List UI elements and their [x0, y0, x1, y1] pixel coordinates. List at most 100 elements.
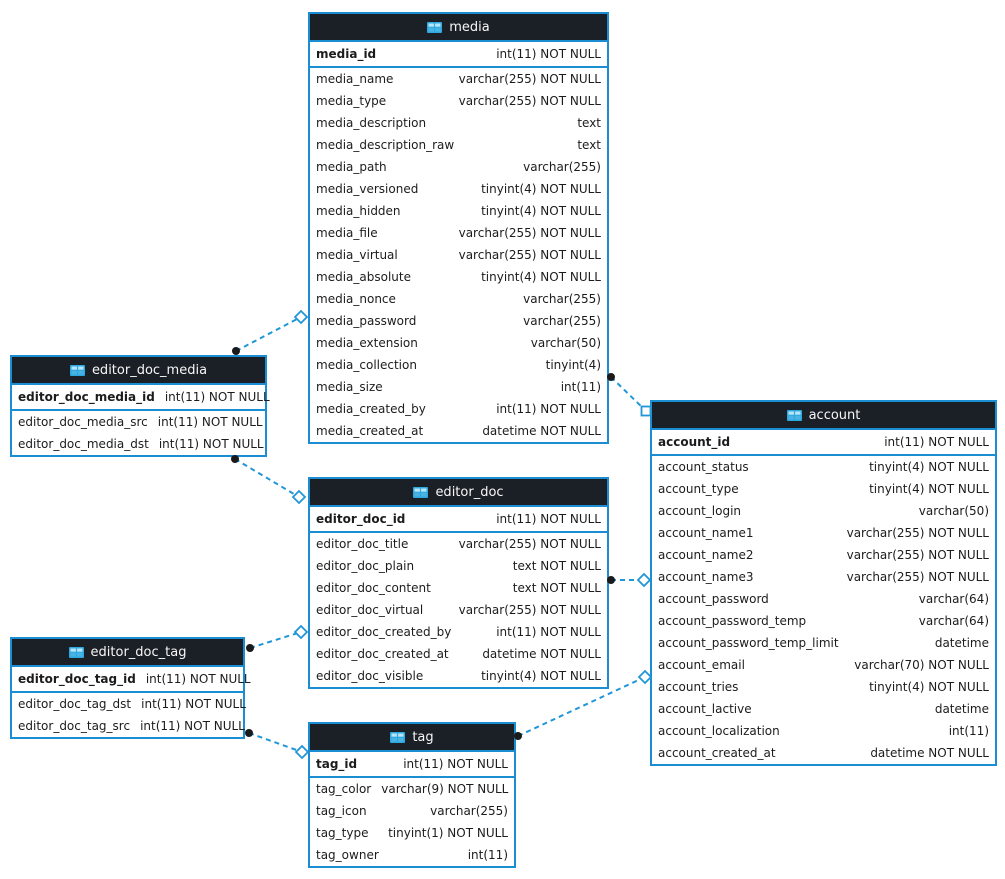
- column-name: media_description_raw: [316, 138, 455, 152]
- table-header-media[interactable]: media: [310, 14, 607, 42]
- column-type: varchar(50): [918, 504, 989, 518]
- column-row[interactable]: media_description_raw text: [310, 134, 607, 156]
- table-icon: [427, 21, 443, 33]
- table-title: account: [808, 407, 861, 423]
- table-editor_doc_tag[interactable]: editor_doc_tag editor_doc_tag_id int(11) N…: [10, 637, 251, 739]
- column-name: editor_doc_tag_dst: [18, 697, 132, 711]
- column-type: int(11) NOT NULL: [157, 415, 263, 429]
- column-row[interactable]: editor_doc_tag_dst int(11) NOT NULL: [12, 693, 246, 715]
- pk-row[interactable]: media_id int(11) NOT NULL: [310, 42, 607, 68]
- column-type: int(11) NOT NULL: [158, 437, 264, 451]
- table-icon: [68, 646, 84, 658]
- pk-column-name: editor_doc_tag_id: [18, 672, 136, 686]
- pk-row[interactable]: editor_doc_tag_id int(11) NOT NULL: [12, 667, 251, 693]
- column-type: text: [577, 138, 601, 152]
- column-row[interactable]: media_path varchar(255): [310, 156, 607, 178]
- pk-column-type: int(11) NOT NULL: [496, 47, 601, 61]
- column-name: media_path: [316, 160, 387, 174]
- pk-row[interactable]: editor_doc_media_id int(11) NOT NULL: [12, 385, 270, 411]
- table-icon: [390, 731, 406, 743]
- pk-column-type: int(11) NOT NULL: [164, 390, 270, 404]
- pk-column-type: int(11) NOT NULL: [496, 512, 601, 526]
- column-type: tinyint(4) NOT NULL: [481, 182, 601, 196]
- pk-column-name: editor_doc_id: [316, 512, 406, 526]
- column-name: media_collection: [316, 358, 417, 372]
- table-icon: [786, 409, 802, 421]
- table-title: editor_doc: [435, 484, 504, 500]
- column-type: int(11) NOT NULL: [141, 697, 246, 711]
- column-name: media_created_by: [316, 402, 426, 416]
- column-name: editor_doc_tag_src: [18, 719, 131, 733]
- column-type: varchar(255): [523, 160, 601, 174]
- column-type: text NOT NULL: [512, 581, 601, 595]
- column-name: account_status: [658, 460, 749, 474]
- pk-column-name: media_id: [316, 47, 377, 61]
- column-type: varchar(255): [523, 292, 601, 306]
- pk-row[interactable]: editor_doc_id int(11) NOT NULL: [310, 507, 607, 533]
- table-header-editor_doc[interactable]: editor_doc: [310, 479, 607, 507]
- table-header-editor_doc_tag[interactable]: editor_doc_tag: [12, 639, 243, 667]
- column-type: varchar(255) NOT NULL: [846, 548, 989, 562]
- table-header-editor_doc_media[interactable]: editor_doc_media: [12, 357, 265, 385]
- table-header-tag[interactable]: tag: [310, 724, 514, 752]
- column-name: media_size: [316, 380, 383, 394]
- column-type: datetime NOT NULL: [870, 746, 989, 760]
- column-type: varchar(255) NOT NULL: [458, 94, 601, 108]
- pk-column-type: int(11) NOT NULL: [145, 672, 251, 686]
- column-name: account_password_temp_limit: [658, 636, 839, 650]
- table-header-account[interactable]: account: [652, 402, 995, 430]
- column-type: varchar(9) NOT NULL: [381, 782, 509, 796]
- pk-column-name: editor_doc_media_id: [18, 390, 155, 404]
